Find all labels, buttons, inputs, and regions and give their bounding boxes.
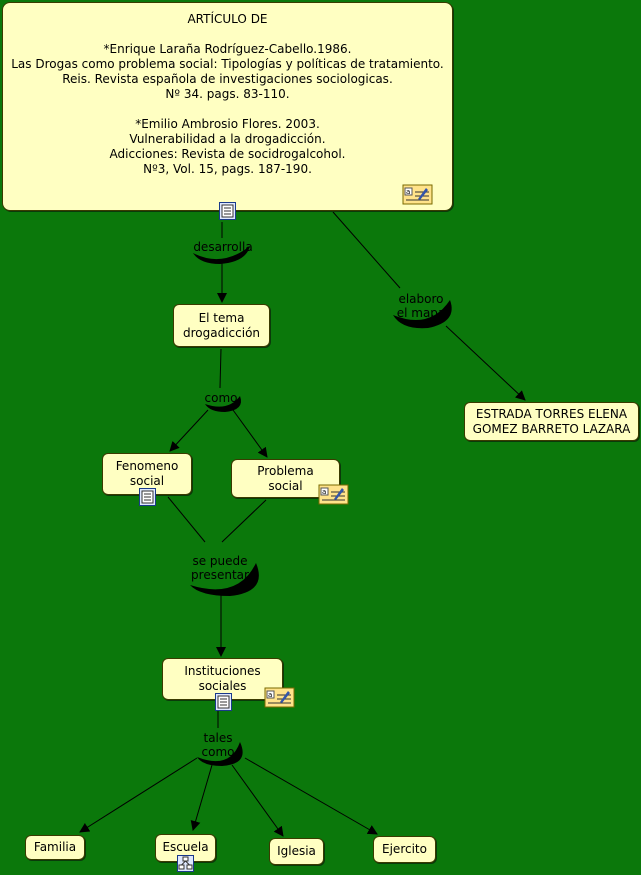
link-sepuede[interactable]: se puede presentar (191, 554, 249, 582)
document-icon[interactable] (219, 202, 236, 220)
annotation-icon[interactable]: a (402, 184, 433, 205)
concept-familia[interactable]: Familia (25, 835, 85, 860)
svg-text:a: a (322, 488, 326, 496)
concept-iglesia[interactable]: Iglesia (269, 838, 324, 865)
document-icon[interactable] (139, 488, 156, 506)
link-elaboro[interactable]: elaboro el mapa (396, 292, 446, 320)
edge-elaboro-autores (445, 325, 526, 401)
concept-articulo[interactable]: ARTÍCULO DE *Enrique Laraña Rodríguez-Ca… (2, 2, 453, 211)
svg-text:a: a (406, 188, 410, 196)
link-desarrolla[interactable]: desarrolla (193, 240, 253, 254)
link-talescomo[interactable]: tales como (201, 731, 235, 759)
concept-articulo-text: ARTÍCULO DE *Enrique Laraña Rodríguez-Ca… (11, 12, 444, 176)
annotation-icon[interactable]: a (318, 484, 349, 505)
link-como[interactable]: como (204, 391, 238, 405)
edge-talescomo-familia (79, 757, 198, 833)
edge-articulo-elaboro (332, 211, 401, 289)
annotation-icon[interactable]: a (264, 687, 295, 708)
edge-fenomeno-sepuede (167, 496, 206, 543)
edge-tema-como (219, 348, 222, 389)
edge-talescomo-iglesia (231, 764, 284, 837)
concept-ejercito[interactable]: Ejercito (373, 836, 436, 863)
edge-como-problema (232, 409, 268, 458)
edge-como-fenomeno (169, 409, 209, 452)
edge-problema-sepuede (221, 499, 267, 543)
edge-talescomo-ejercito (244, 757, 378, 835)
edge-talescomo-escuela (190, 764, 213, 831)
document-icon[interactable] (215, 693, 232, 711)
concept-tema[interactable]: El tema drogadicción (173, 304, 270, 347)
concept-autores[interactable]: ESTRADA TORRES ELENA GOMEZ BARRETO LAZAR… (464, 402, 639, 441)
svg-text:a: a (268, 691, 272, 699)
submap-icon[interactable] (177, 855, 194, 872)
